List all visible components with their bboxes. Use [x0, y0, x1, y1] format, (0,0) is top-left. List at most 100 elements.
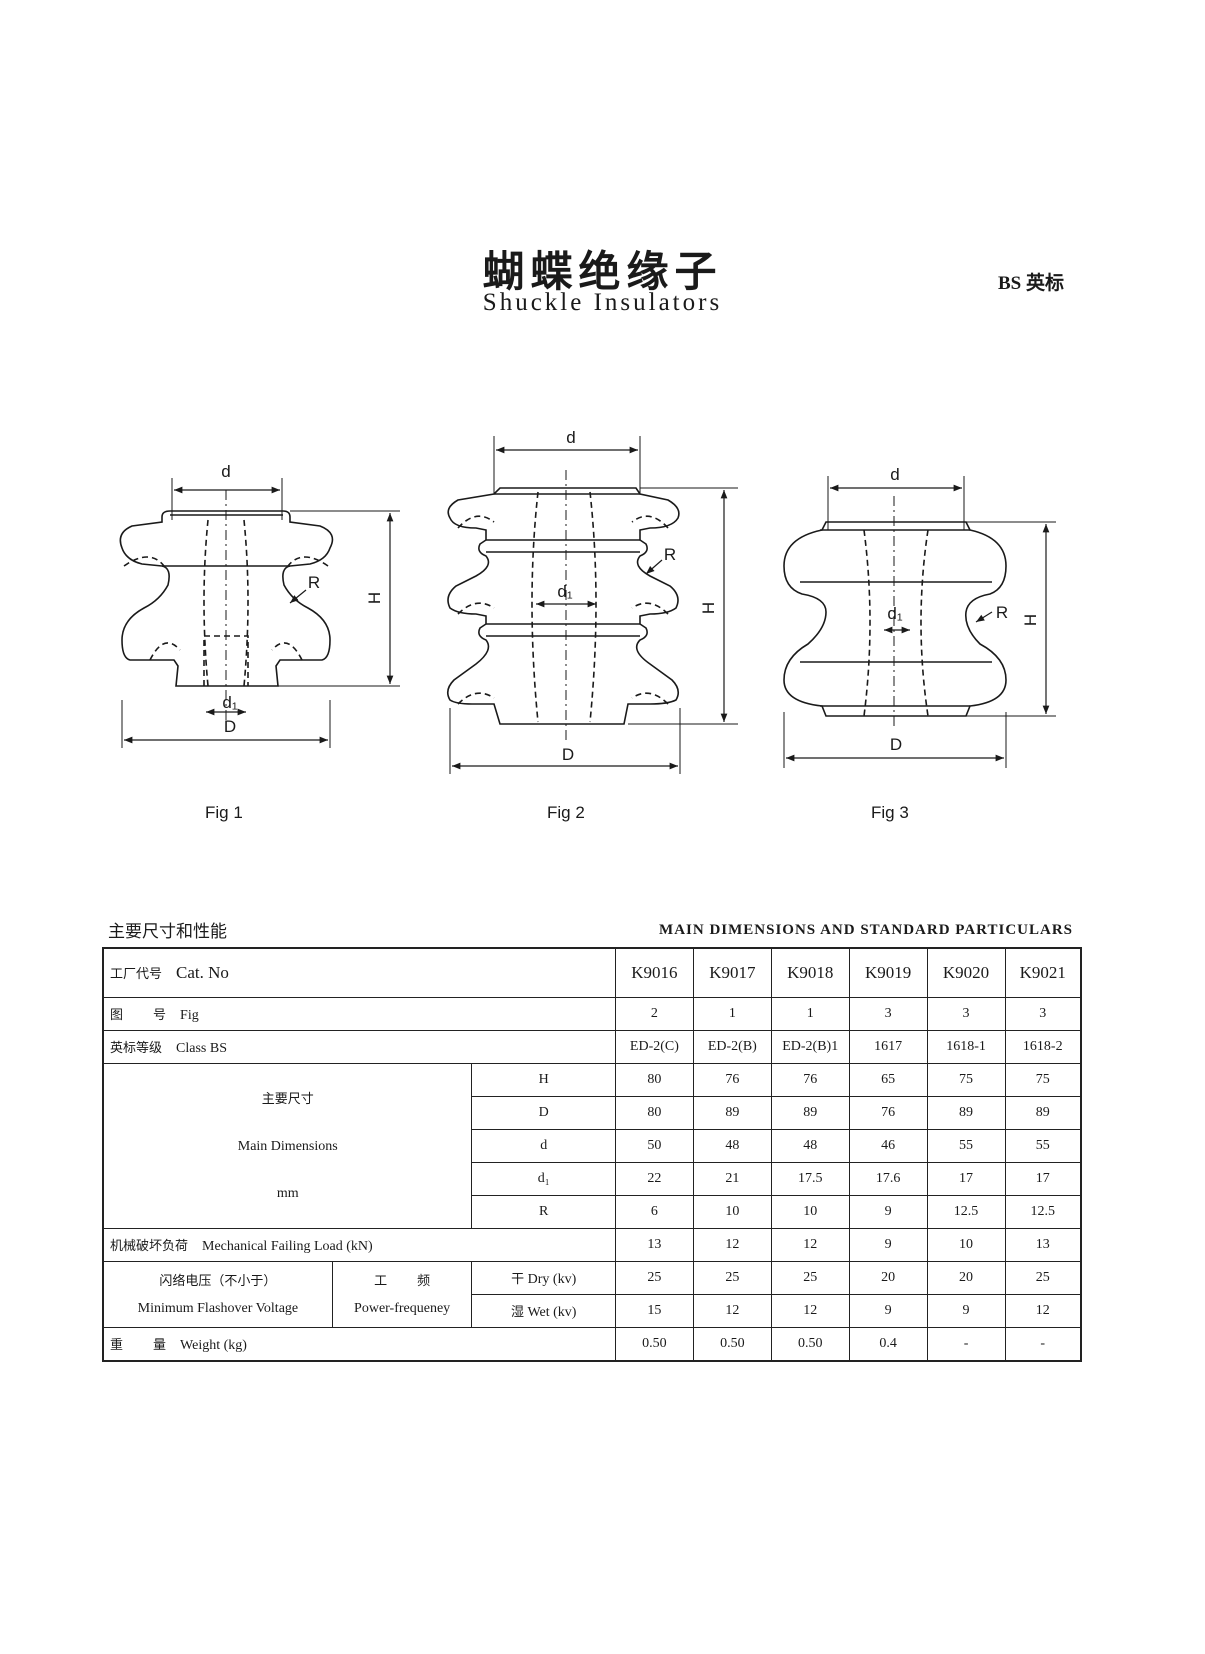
fig3-label-d: d — [890, 465, 899, 484]
wet-cell: 12 — [692, 1294, 772, 1328]
dry-cell: 20 — [926, 1261, 1006, 1295]
fig-label-cn-2: 号 — [153, 1008, 167, 1023]
fig2-label-bigd: D — [562, 745, 574, 764]
weight-cell: - — [1004, 1327, 1082, 1362]
wet-cell: 15 — [614, 1294, 694, 1328]
class-label-cn: 英标等级 — [110, 1041, 163, 1056]
standard-label: BS 英标 — [998, 273, 1064, 294]
dim-cell: 12.5 — [1004, 1195, 1082, 1229]
weight-unit: (kg) — [223, 1338, 247, 1353]
fig2-label-d1: d₁ — [557, 582, 572, 601]
class-cell: ED-2(B)1 — [770, 1030, 850, 1064]
row-flashover-wet: 湿 Wet (kv) 15 12 12 9 9 12 — [103, 1294, 1082, 1328]
dim-label: H — [471, 1063, 616, 1097]
weight-cell: 0.50 — [770, 1327, 850, 1362]
dim-cell: 89 — [1004, 1096, 1082, 1130]
dim-cell: 89 — [692, 1096, 772, 1130]
pf-label-cn-2: 频 — [417, 1273, 431, 1289]
fig1-label-h: H — [365, 592, 384, 604]
fig2-label-d: d — [566, 428, 575, 447]
mfl-cell: 9 — [848, 1228, 928, 1262]
class-cell: 1618-2 — [1004, 1030, 1082, 1064]
dim-cell: 17 — [1004, 1162, 1082, 1196]
dim-cell: 50 — [614, 1129, 694, 1163]
row-dim-d: d 50 48 48 46 55 55 — [103, 1129, 1082, 1163]
wet-cell: 12 — [770, 1294, 850, 1328]
dim-cell: 17.5 — [770, 1162, 850, 1196]
fig-label-cn-1: 图 — [110, 1008, 124, 1023]
model-cell: K9017 — [692, 947, 772, 998]
wet-cell: 9 — [848, 1294, 928, 1328]
mfl-cell: 12 — [770, 1228, 850, 1262]
dim-cell: 55 — [1004, 1129, 1082, 1163]
cat-label-cn: 工厂代号 — [110, 967, 163, 982]
mfl-unit: (kN) — [346, 1239, 373, 1254]
fig1-label-d: d — [221, 462, 230, 481]
row-flashover-dry: 闪络电压（不小于） Minimum Flashover Voltage 工频 P… — [102, 1261, 1082, 1328]
mfl-label-cn: 机械破坏负荷 — [110, 1239, 189, 1254]
pf-label-en: Power-frequeney — [354, 1300, 451, 1316]
dim-cell: 12.5 — [926, 1195, 1006, 1229]
dim-cell: 75 — [926, 1063, 1006, 1097]
model-cell: K9016 — [614, 947, 694, 998]
dim-cell: 10 — [692, 1195, 772, 1229]
dims-unit: mm — [276, 1185, 299, 1201]
dry-cell: 25 — [1004, 1261, 1082, 1295]
class-label-en: Class BS — [176, 1041, 227, 1056]
dim-cell: 89 — [926, 1096, 1006, 1130]
fig2-label-h: H — [699, 602, 718, 614]
fig-cell: 2 — [614, 997, 694, 1031]
insulator-figures: d R H d₁ D — [119, 428, 1056, 774]
row-dim-bigd: D 80 89 89 76 89 89 — [103, 1096, 1082, 1130]
row-dim-r: R 6 10 10 9 12.5 12.5 — [103, 1195, 1082, 1229]
dim-cell: 48 — [692, 1129, 772, 1163]
row-dim-h: 主要尺寸 Main Dimensions mm H 80 76 76 65 75… — [102, 1063, 1082, 1229]
dim-cell: 75 — [1004, 1063, 1082, 1097]
fig1-label-r: R — [308, 573, 320, 592]
dim-cell: 48 — [770, 1129, 850, 1163]
wet-label-en: Wet (kv) — [527, 1305, 577, 1320]
dim-cell: 55 — [926, 1129, 1006, 1163]
dim-label: d₁ — [471, 1162, 616, 1196]
flash-label-cn: 闪络电压（不小于） — [159, 1273, 277, 1289]
mfl-cell: 13 — [1004, 1228, 1082, 1262]
weight-cell: 0.4 — [848, 1327, 928, 1362]
dim-cell: 80 — [614, 1096, 694, 1130]
mfl-cell: 13 — [614, 1228, 694, 1262]
class-cell: 1617 — [848, 1030, 928, 1064]
dim-cell: 65 — [848, 1063, 928, 1097]
cat-label-en: Cat. No — [176, 963, 229, 982]
fig2-label-r: R — [664, 545, 676, 564]
dry-cell: 25 — [614, 1261, 694, 1295]
page-title-cn: 蝴蝶绝缘子 — [482, 247, 723, 296]
page-title-en: Shuckle Insulators — [482, 289, 723, 316]
dim-cell: 76 — [848, 1096, 928, 1130]
model-cell: K9020 — [926, 947, 1006, 998]
fig2-drawing — [446, 436, 738, 774]
fig1-drawing — [119, 478, 400, 748]
dry-cell: 20 — [848, 1261, 928, 1295]
dim-cell: 17 — [926, 1162, 1006, 1196]
fig-cell: 3 — [926, 997, 1006, 1031]
weight-cell: 0.50 — [614, 1327, 694, 1362]
dim-cell: 89 — [770, 1096, 850, 1130]
fig2-caption: Fig 2 — [547, 803, 585, 822]
weight-label-cn-2: 量 — [153, 1338, 167, 1353]
dim-cell: 9 — [848, 1195, 928, 1229]
dims-label-en: Main Dimensions — [237, 1138, 338, 1154]
wet-label-cn: 湿 — [510, 1305, 524, 1320]
fig3-label-r: R — [996, 603, 1008, 622]
dim-label: D — [471, 1096, 616, 1130]
fig-cell: 3 — [1004, 997, 1082, 1031]
dim-label: R — [471, 1195, 616, 1229]
fig-label-en: Fig — [180, 1008, 199, 1023]
fig-cell: 3 — [848, 997, 928, 1031]
weight-label-en: Weight — [180, 1338, 221, 1353]
dim-cell: 6 — [614, 1195, 694, 1229]
dims-label-cn: 主要尺寸 — [261, 1091, 314, 1107]
class-cell: 1618-1 — [926, 1030, 1006, 1064]
dim-cell: 10 — [770, 1195, 850, 1229]
